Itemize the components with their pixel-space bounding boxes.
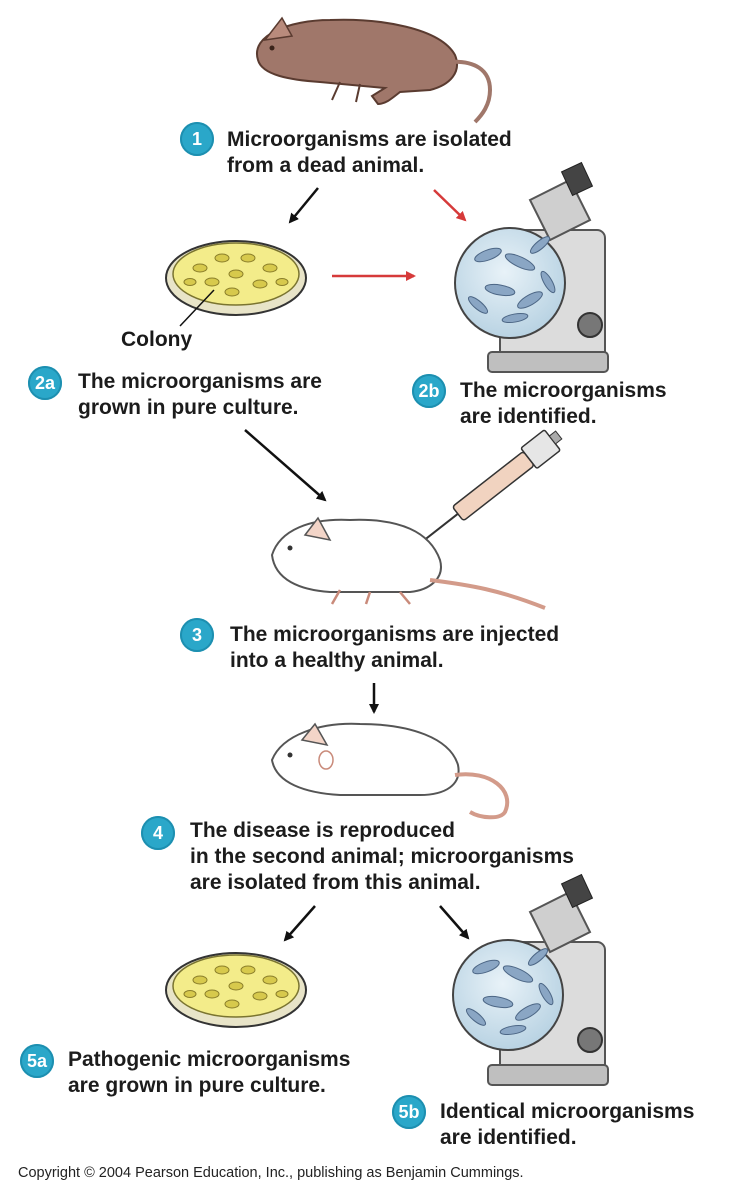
step-1-text: Microorganisms are isolated from a dead …	[227, 127, 512, 179]
dead-animal-illustration	[255, 16, 493, 124]
colony-label: Colony	[121, 328, 193, 351]
colony-pointer	[179, 289, 215, 327]
step-2a-line-2: grown in pure culture.	[78, 396, 299, 419]
step-4-line-3: are isolated from this animal.	[190, 871, 481, 894]
step-5a-badge: 5a	[20, 1044, 54, 1078]
step-3-text: The microorganisms are injected into a h…	[230, 622, 559, 674]
step-2a-badge: 2a	[28, 366, 62, 400]
step-4-line-2: in the second animal; microorganisms	[190, 845, 574, 868]
step-2b-line-1: The microorganisms	[460, 379, 667, 402]
arrow-4-to-5b	[439, 905, 470, 940]
step-5b-line-2: are identified.	[440, 1126, 577, 1149]
arrow-1-to-2b	[433, 189, 467, 222]
step-5b-text: Identical microorganisms are identified.	[440, 1099, 694, 1151]
step-1-line-1: Microorganisms are isolated	[227, 128, 512, 151]
step-3-line-2: into a healthy animal.	[230, 649, 444, 672]
syringe-illustration	[421, 429, 563, 543]
step-2b-text: The microorganisms are identified.	[460, 378, 667, 430]
petri-dish-5a	[165, 952, 307, 1028]
microscope-5b	[452, 873, 609, 1086]
step-3-badge: 3	[180, 618, 214, 652]
arrow-2a-to-3	[244, 429, 327, 502]
step-1-badge: 1	[180, 122, 214, 156]
step-5a-line-2: are grown in pure culture.	[68, 1074, 326, 1097]
step-2a-line-1: The microorganisms are	[78, 370, 322, 393]
step-4-text: The disease is reproduced in the second …	[190, 818, 574, 896]
step-2b-badge: 2b	[412, 374, 446, 408]
step-2b-line-2: are identified.	[460, 405, 597, 428]
step-4-line-1: The disease is reproduced	[190, 819, 455, 842]
step-2a-text: The microorganisms are grown in pure cul…	[78, 369, 322, 421]
microscope-2b	[454, 161, 609, 373]
second-animal-illustration	[270, 722, 509, 820]
step-4-badge: 4	[141, 816, 175, 850]
petri-dish-culture	[165, 240, 307, 327]
healthy-animal-illustration	[270, 516, 546, 610]
step-3-line-1: The microorganisms are injected	[230, 623, 560, 646]
copyright-notice: Copyright © 2004 Pearson Education, Inc.…	[18, 1165, 524, 1181]
arrow-1-to-2a	[288, 187, 319, 224]
step-5b-badge: 5b	[392, 1095, 426, 1129]
step-5a-text: Pathogenic microorganisms are grown in p…	[68, 1047, 350, 1099]
step-5b-line-1: Identical microorganisms	[440, 1100, 695, 1123]
step-5a-line-1: Pathogenic microorganisms	[68, 1048, 351, 1071]
arrow-4-to-5a	[283, 905, 316, 942]
step-1-line-2: from a dead animal.	[227, 154, 425, 177]
